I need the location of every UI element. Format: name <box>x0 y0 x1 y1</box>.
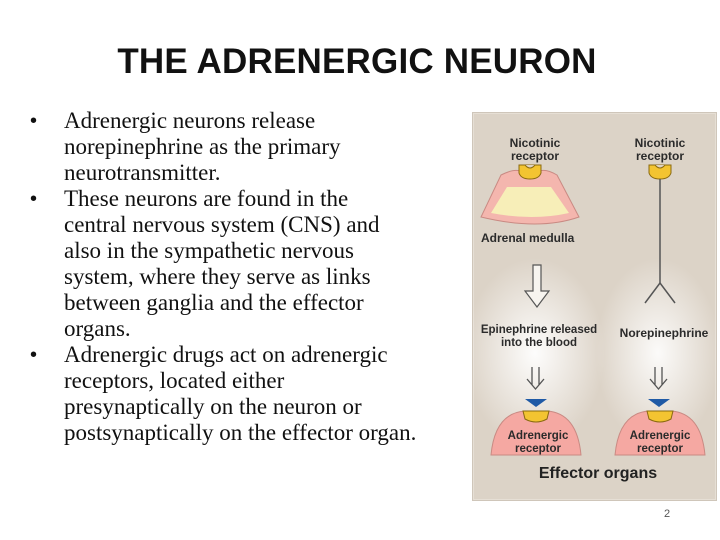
left-effector-organ <box>490 410 582 456</box>
bullet-dot: • <box>30 110 38 132</box>
bullet-line: central nervous system (CNS) and <box>64 212 380 237</box>
left-blue-marker <box>525 399 547 407</box>
bullet-line: presynaptically on the neuron or <box>64 394 362 419</box>
right-effector-organ <box>614 410 706 456</box>
bullet-item: • These neurons are found in the central… <box>26 186 476 342</box>
bullet-line: Adrenergic drugs act on adrenergic <box>64 342 388 367</box>
bullet-list: • Adrenergic neurons release norepinephr… <box>26 108 476 446</box>
bullet-line: Adrenergic neurons release <box>64 108 316 133</box>
bullet-line: system, where they serve as links <box>64 264 371 289</box>
bullet-line: organs. <box>64 316 131 341</box>
norepinephrine-label: Norepinephrine <box>619 326 709 340</box>
page-number: 2 <box>664 508 671 520</box>
arrow-down-icon <box>523 264 551 308</box>
adrenal-medulla-label: Adrenal medulla <box>481 231 575 245</box>
left-glow <box>473 258 605 448</box>
bullet-dot: • <box>30 188 38 210</box>
bullet-line: postsynaptically on the effector organ. <box>64 420 417 445</box>
bullet-line: also in the sympathetic nervous <box>64 238 354 263</box>
bullet-line: norepinephrine as the primary <box>64 134 341 159</box>
right-blue-marker <box>648 399 670 407</box>
effector-organs-label: Effector organs <box>538 465 658 482</box>
bullet-item: • Adrenergic drugs act on adrenergic rec… <box>26 342 476 446</box>
receptor-cup-icon <box>518 164 542 180</box>
bullet-line: between ganglia and the effector <box>64 290 364 315</box>
double-arrow-icon <box>526 367 545 391</box>
bullet-line: These neurons are found in the <box>64 186 349 211</box>
bullet-line: receptors, located either <box>64 368 285 393</box>
figure-artwork <box>473 164 716 456</box>
bullet-dot: • <box>30 344 38 366</box>
right-glow <box>596 258 716 448</box>
slide-title: THE ADRENERGIC NEURON <box>117 42 597 81</box>
neuron-fork-icon <box>644 164 676 304</box>
adrenal-medulla-shape <box>480 169 580 225</box>
bullet-item: • Adrenergic neurons release norepinephr… <box>26 108 476 186</box>
bullet-line: neurotransmitter. <box>64 160 221 185</box>
double-arrow-icon <box>649 367 668 391</box>
